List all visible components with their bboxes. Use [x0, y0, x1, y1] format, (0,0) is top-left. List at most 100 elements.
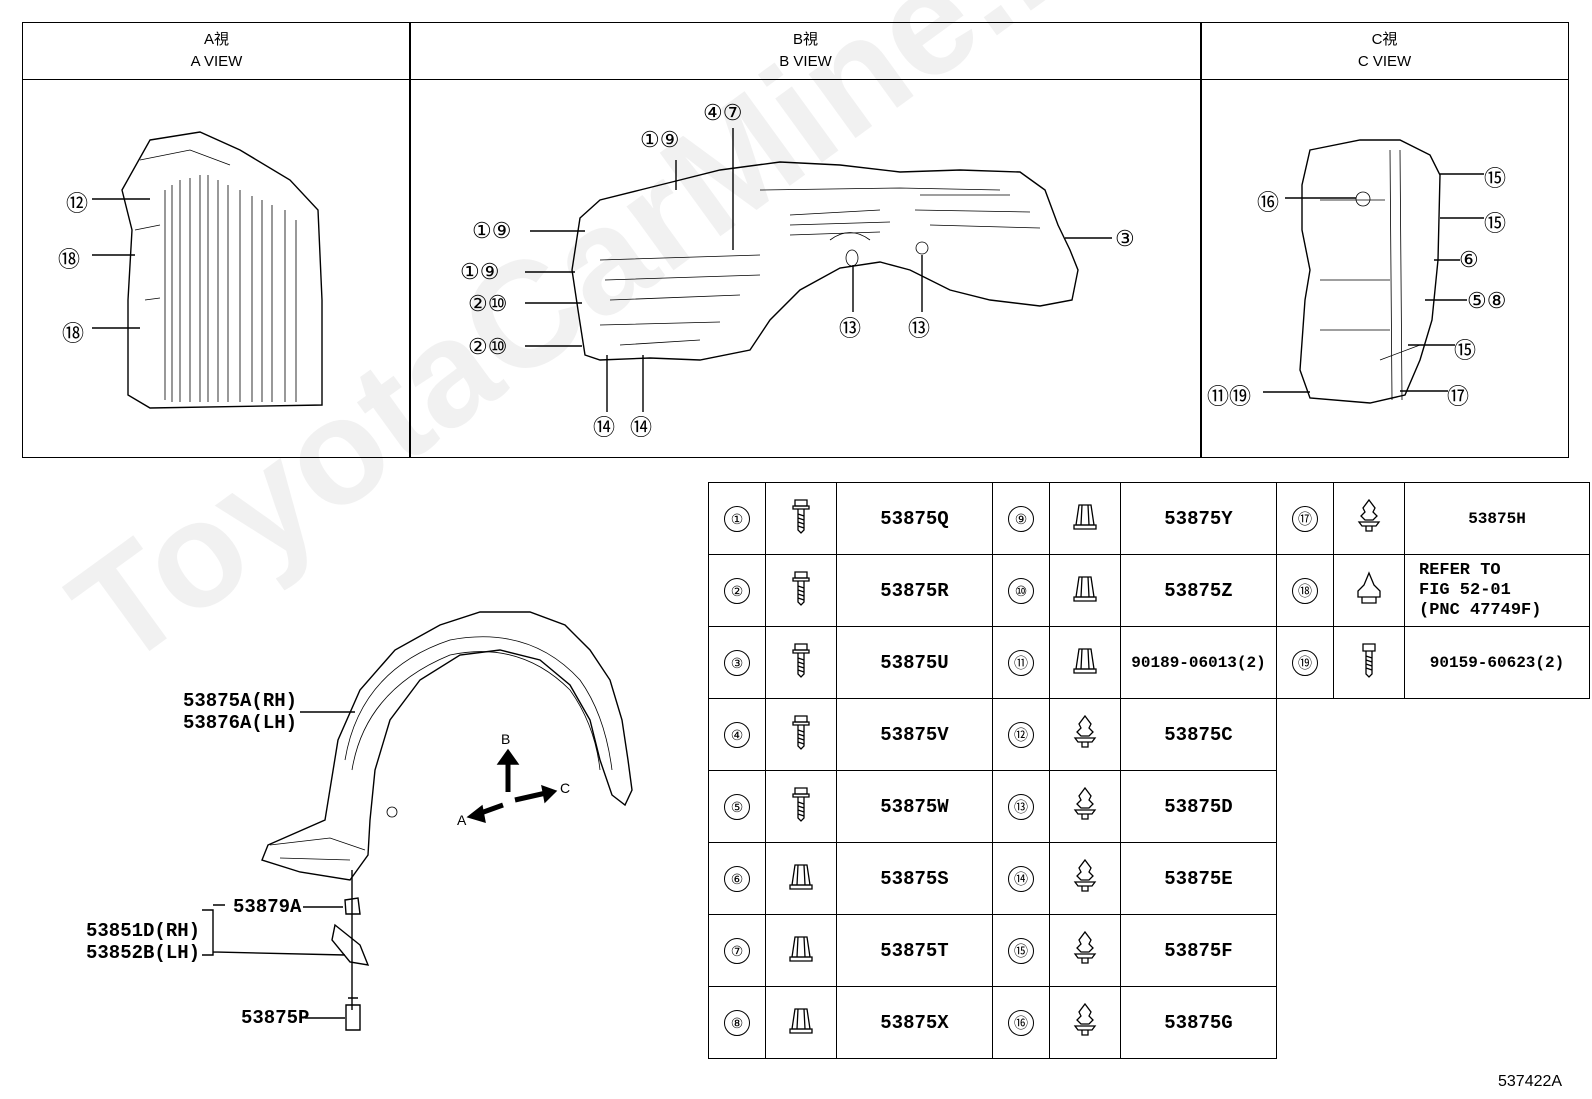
part-number: 53875C [1120, 698, 1277, 771]
callout-b-14-b: ⑭ [630, 415, 653, 440]
callout-b-2-10-b: ②⑩ [468, 334, 508, 359]
view-c-title-en: C VIEW [1357, 53, 1412, 70]
bolt-icon [765, 698, 837, 771]
label-liner-lh: 53876A(LH) [183, 712, 298, 734]
arrow-label-c: C [560, 780, 571, 796]
callout-c-15-a: ⑮ [1484, 166, 1507, 191]
view-a-title-jp: A視 [203, 31, 229, 48]
table-row: ① 53875Q ⑨ 53875Y ⑰ 53875H [708, 482, 1590, 555]
callout-a-12: ⑫ [66, 191, 89, 216]
nut-icon [765, 842, 837, 915]
callout-c-6: ⑥ [1459, 247, 1479, 272]
view-b-panel: B視 B VIEW [409, 22, 1202, 458]
view-c-panel: C視 C VIEW [1200, 22, 1569, 458]
part-number: 90159-60623(2) [1404, 626, 1590, 699]
ref-number: ⑲ [1276, 626, 1334, 699]
ref-number: ④ [708, 698, 766, 771]
ref-number: ⑨ [992, 482, 1050, 555]
label-liner-rh: 53875A(RH) [183, 690, 298, 712]
callout-b-1-9-c: ①⑨ [460, 259, 500, 284]
table-row: ④ 53875V ⑫ 53875C [708, 698, 1590, 771]
callout-b-13-a: ⑬ [839, 316, 862, 341]
nut-icon [1049, 626, 1121, 699]
figure-id: 537422A [1498, 1073, 1563, 1090]
part-number: 53875G [1120, 986, 1277, 1059]
main-liner-shape [261, 611, 633, 881]
table-row: ② 53875R ⑩ 53875Z ⑱ REFER TO FIG 52-01 (… [708, 554, 1590, 627]
callout-a-18-upper: ⑱ [58, 247, 81, 272]
ref-number: ⑤ [708, 770, 766, 843]
nut-icon [1049, 482, 1121, 555]
ref-number: ③ [708, 626, 766, 699]
ref-number: ⑮ [992, 914, 1050, 987]
table-row: ⑥ 53875S ⑭ 53875E [708, 842, 1590, 915]
bolt-icon [765, 482, 837, 555]
callout-c-17: ⑰ [1447, 384, 1470, 409]
table-row: ⑤ 53875W ⑬ 53875D [708, 770, 1590, 843]
ref-number: ⑰ [1276, 482, 1334, 555]
ref-number: ⑫ [992, 698, 1050, 771]
part-number: 53875Z [1120, 554, 1277, 627]
label-bracket-rh: 53851D(RH) [86, 920, 201, 942]
part-number-reference: REFER TO FIG 52-01 (PNC 47749F) [1404, 554, 1590, 627]
ref-number: ⑩ [992, 554, 1050, 627]
part-number: 53875H [1404, 482, 1590, 555]
part-number: 53875Y [1120, 482, 1277, 555]
callout-c-5-8: ⑤⑧ [1467, 288, 1507, 313]
callout-b-14-a: ⑭ [593, 415, 616, 440]
push-clip-icon [1049, 842, 1121, 915]
part-number: 53875W [836, 770, 993, 843]
ref-number: ⑥ [708, 842, 766, 915]
push-clip-icon [1333, 482, 1405, 555]
callout-c-15-b: ⑮ [1484, 211, 1507, 236]
parts-table: ① 53875Q ⑨ 53875Y ⑰ 53875H ② 53875R ⑩ 53… [708, 482, 1590, 1059]
callout-c-15-c: ⑮ [1454, 338, 1477, 363]
ref-number: ⑯ [992, 986, 1050, 1059]
part-number: 53875R [836, 554, 993, 627]
callout-b-1-9-b: ①⑨ [472, 218, 512, 243]
view-a-title-en: A VIEW [190, 53, 243, 70]
table-row: ⑦ 53875T ⑮ 53875F [708, 914, 1590, 987]
part-number: 53875V [836, 698, 993, 771]
callout-c-16: ⑯ [1257, 190, 1280, 215]
nut-icon [765, 986, 837, 1059]
ref-number: ⑦ [708, 914, 766, 987]
ref-number: ⑱ [1276, 554, 1334, 627]
callout-b-3: ③ [1115, 226, 1135, 251]
view-c-header: C視 C VIEW [1201, 23, 1568, 80]
push-clip-icon [1049, 914, 1121, 987]
table-row: ⑧ 53875X ⑯ 53875G [708, 986, 1590, 1059]
push-clip-icon [1049, 770, 1121, 843]
label-bolt: 53875P [241, 1007, 310, 1029]
view-b-title-jp: B視 [792, 31, 818, 48]
part-number: 90189-06013(2) [1120, 626, 1277, 699]
part-number: 53875Q [836, 482, 993, 555]
bolt-icon [765, 554, 837, 627]
ref-number: ① [708, 482, 766, 555]
push-clip-icon [1049, 986, 1121, 1059]
ref-number: ⑭ [992, 842, 1050, 915]
view-a-header: A視 A VIEW [23, 23, 410, 80]
nut-icon [765, 914, 837, 987]
part-number: 53875S [836, 842, 993, 915]
part-number: 53875U [836, 626, 993, 699]
part-number: 53875E [1120, 842, 1277, 915]
part-number: 53875D [1120, 770, 1277, 843]
callout-c-11-19: ⑪⑲ [1207, 384, 1252, 409]
label-clip: 53879A [233, 896, 302, 918]
view-c-title-jp: C視 [1371, 31, 1398, 48]
callout-b-13-b: ⑬ [908, 316, 931, 341]
part-number: 53875X [836, 986, 993, 1059]
nut-icon [1049, 554, 1121, 627]
callout-b-4-7: ④⑦ [703, 100, 743, 125]
table-row: ③ 53875U ⑪ 90189-06013(2) ⑲ 90159-60623(… [708, 626, 1590, 699]
view-b-title-en: B VIEW [779, 53, 832, 70]
arrow-label-b: B [501, 731, 511, 747]
part-number: 53875T [836, 914, 993, 987]
callout-a-18-lower: ⑱ [62, 321, 85, 346]
part-number: 53875F [1120, 914, 1277, 987]
ref-number: ⑧ [708, 986, 766, 1059]
view-a-panel: A視 A VIEW [22, 22, 411, 458]
ref-number: ⑪ [992, 626, 1050, 699]
callout-b-2-10-a: ②⑩ [468, 291, 508, 316]
